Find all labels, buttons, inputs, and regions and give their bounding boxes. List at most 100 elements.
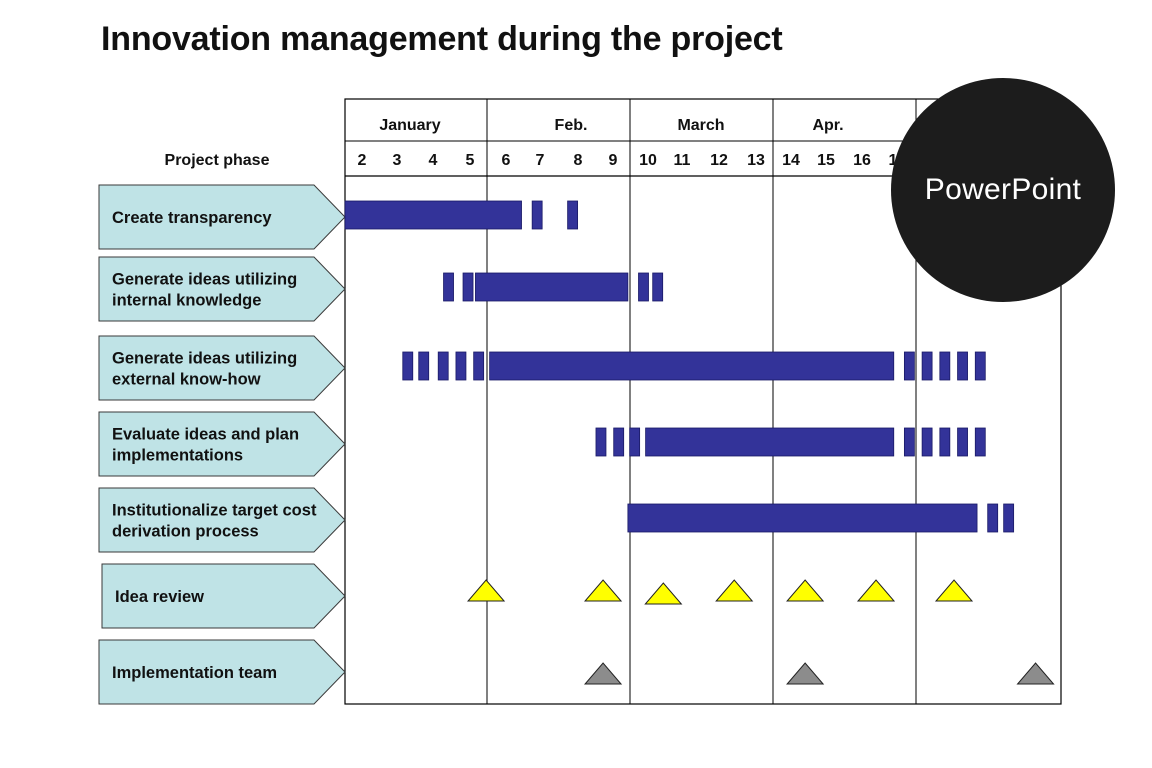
week-label: 11 — [674, 152, 691, 169]
phase-arrow-shape — [101, 563, 346, 629]
week-label: 12 — [710, 152, 728, 169]
week-label: 5 — [466, 152, 475, 169]
bar-dash — [939, 351, 951, 381]
phase-label: Idea review — [115, 588, 204, 606]
implementation-team-marker — [786, 662, 825, 685]
bar-solid — [627, 503, 978, 533]
phase-label: Create transparency — [112, 209, 272, 227]
phase-arrow-shape — [98, 335, 346, 401]
week-label: 14 — [782, 152, 800, 169]
phase-label: external know-how — [112, 371, 261, 389]
bar-dash — [613, 427, 625, 457]
slide-title: Innovation management during the project — [101, 20, 783, 58]
phase-arrow-shape — [98, 411, 346, 477]
phase-arrow-shape — [98, 487, 346, 553]
bar-dash — [567, 200, 579, 230]
milestone-markers — [466, 579, 1055, 685]
phase-label: internal knowledge — [112, 292, 261, 310]
bar-dash — [987, 503, 999, 533]
bar-dash — [974, 427, 986, 457]
bar-dash — [903, 427, 915, 457]
phase-arrow: Generate ideas utilizing external know-ho… — [98, 335, 346, 401]
week-label: 10 — [639, 152, 657, 169]
phase-label: Evaluate ideas and plan — [112, 426, 299, 444]
week-label: 6 — [502, 152, 511, 169]
phase-label: derivation process — [112, 523, 259, 541]
bar-dash — [473, 351, 485, 381]
bar-dash — [903, 351, 915, 381]
powerpoint-badge[interactable]: PowerPoint — [891, 78, 1115, 302]
month-label: March — [677, 117, 724, 134]
month-label: January — [379, 117, 440, 134]
idea-review-marker — [715, 579, 754, 602]
bar-dash — [455, 351, 467, 381]
bar-dash — [1003, 503, 1015, 533]
month-label: Feb. — [555, 117, 588, 134]
idea-review-marker — [466, 579, 506, 602]
phase-arrow-shape — [98, 639, 346, 705]
week-label: 16 — [853, 152, 871, 169]
bar-dash — [957, 427, 968, 457]
phase-label: implementations — [112, 447, 243, 465]
phase-arrow: Evaluate ideas and plan implementations — [98, 411, 346, 477]
week-label: 13 — [747, 152, 765, 169]
phase-bar-group — [402, 351, 986, 381]
phase-arrow-shape — [98, 184, 346, 250]
bar-dash — [939, 427, 951, 457]
idea-review-marker — [583, 579, 623, 602]
phase-arrow: Generate ideas utilizing internal knowled… — [98, 256, 346, 322]
bar-solid — [475, 272, 629, 302]
powerpoint-badge-label: PowerPoint — [924, 173, 1082, 206]
phase-arrow-shape — [98, 256, 346, 322]
bars — [344, 200, 1015, 533]
bar-dash — [443, 272, 454, 302]
bar-dash — [652, 272, 664, 302]
implementation-team-marker — [1016, 662, 1055, 685]
chart-frame — [344, 98, 1062, 705]
week-label: 8 — [574, 152, 583, 169]
bar-dash — [402, 351, 414, 381]
phase-bar-group — [627, 503, 1015, 533]
bar-dash — [921, 427, 933, 457]
bar-dash — [531, 200, 543, 230]
bar-solid — [489, 351, 895, 381]
phase-arrow: Idea review — [101, 563, 346, 629]
week-label: 15 — [817, 152, 835, 169]
week-label: 9 — [609, 152, 618, 169]
phase-label: Generate ideas utilizing — [112, 271, 297, 289]
week-label: 1 — [889, 152, 898, 169]
bar-dash — [595, 427, 607, 457]
phase-bar-group — [595, 427, 986, 457]
bar-dash — [957, 351, 968, 381]
phase-label: Institutionalize target cost — [112, 502, 317, 520]
phase-arrow: Create transparency — [98, 184, 346, 250]
idea-review-marker — [644, 582, 683, 605]
bar-dash — [629, 427, 641, 457]
bar-solid — [344, 200, 522, 230]
idea-review-marker — [856, 579, 896, 602]
implementation-team-marker — [583, 662, 623, 685]
bar-dash — [462, 272, 474, 302]
phase-label: Generate ideas utilizing — [112, 350, 297, 368]
bar-solid — [645, 427, 895, 457]
week-label: 2 — [358, 152, 367, 169]
phase-arrow: Institutionalize target cost derivation p… — [98, 487, 346, 553]
phase-bar-group — [344, 200, 579, 230]
week-label: 7 — [536, 152, 545, 169]
project-phase-header: Project phase — [165, 152, 270, 169]
week-label: 3 — [393, 152, 402, 169]
bar-dash — [974, 351, 986, 381]
phase-bar-group — [443, 272, 664, 302]
month-label: Apr. — [812, 117, 843, 134]
idea-review-marker — [934, 579, 974, 602]
bar-dash — [418, 351, 430, 381]
week-label: 4 — [429, 152, 438, 169]
bar-dash — [921, 351, 933, 381]
bar-dash — [437, 351, 449, 381]
bar-dash — [638, 272, 649, 302]
phase-label: Implementation team — [112, 664, 277, 682]
idea-review-marker — [786, 579, 825, 602]
phase-arrow: Implementation team — [98, 639, 346, 705]
